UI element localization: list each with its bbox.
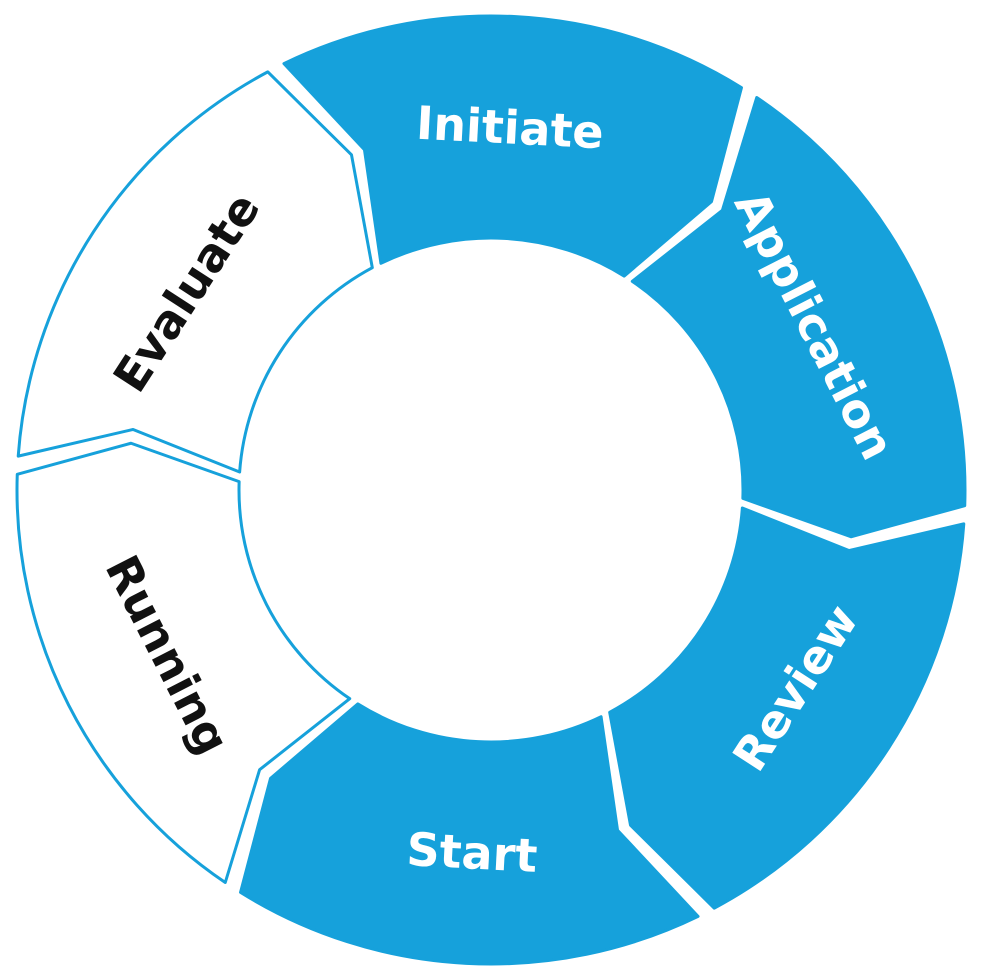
stage-start: Start xyxy=(239,702,700,966)
stage-start-segment xyxy=(239,702,700,966)
stage-evaluate: Evaluate xyxy=(16,70,374,474)
stage-application-segment xyxy=(630,96,967,539)
stage-start-label: Start xyxy=(405,822,538,883)
stage-initiate: Initiate xyxy=(282,14,743,278)
stage-running: Running xyxy=(15,441,352,884)
stage-review-segment xyxy=(608,506,966,910)
stage-initiate-segment xyxy=(282,14,743,278)
stage-application: Application xyxy=(630,96,967,539)
stage-evaluate-segment xyxy=(16,70,374,474)
stage-review: Review xyxy=(608,506,966,910)
stage-initiate-label: Initiate xyxy=(415,96,605,160)
stage-running-segment xyxy=(15,441,352,884)
